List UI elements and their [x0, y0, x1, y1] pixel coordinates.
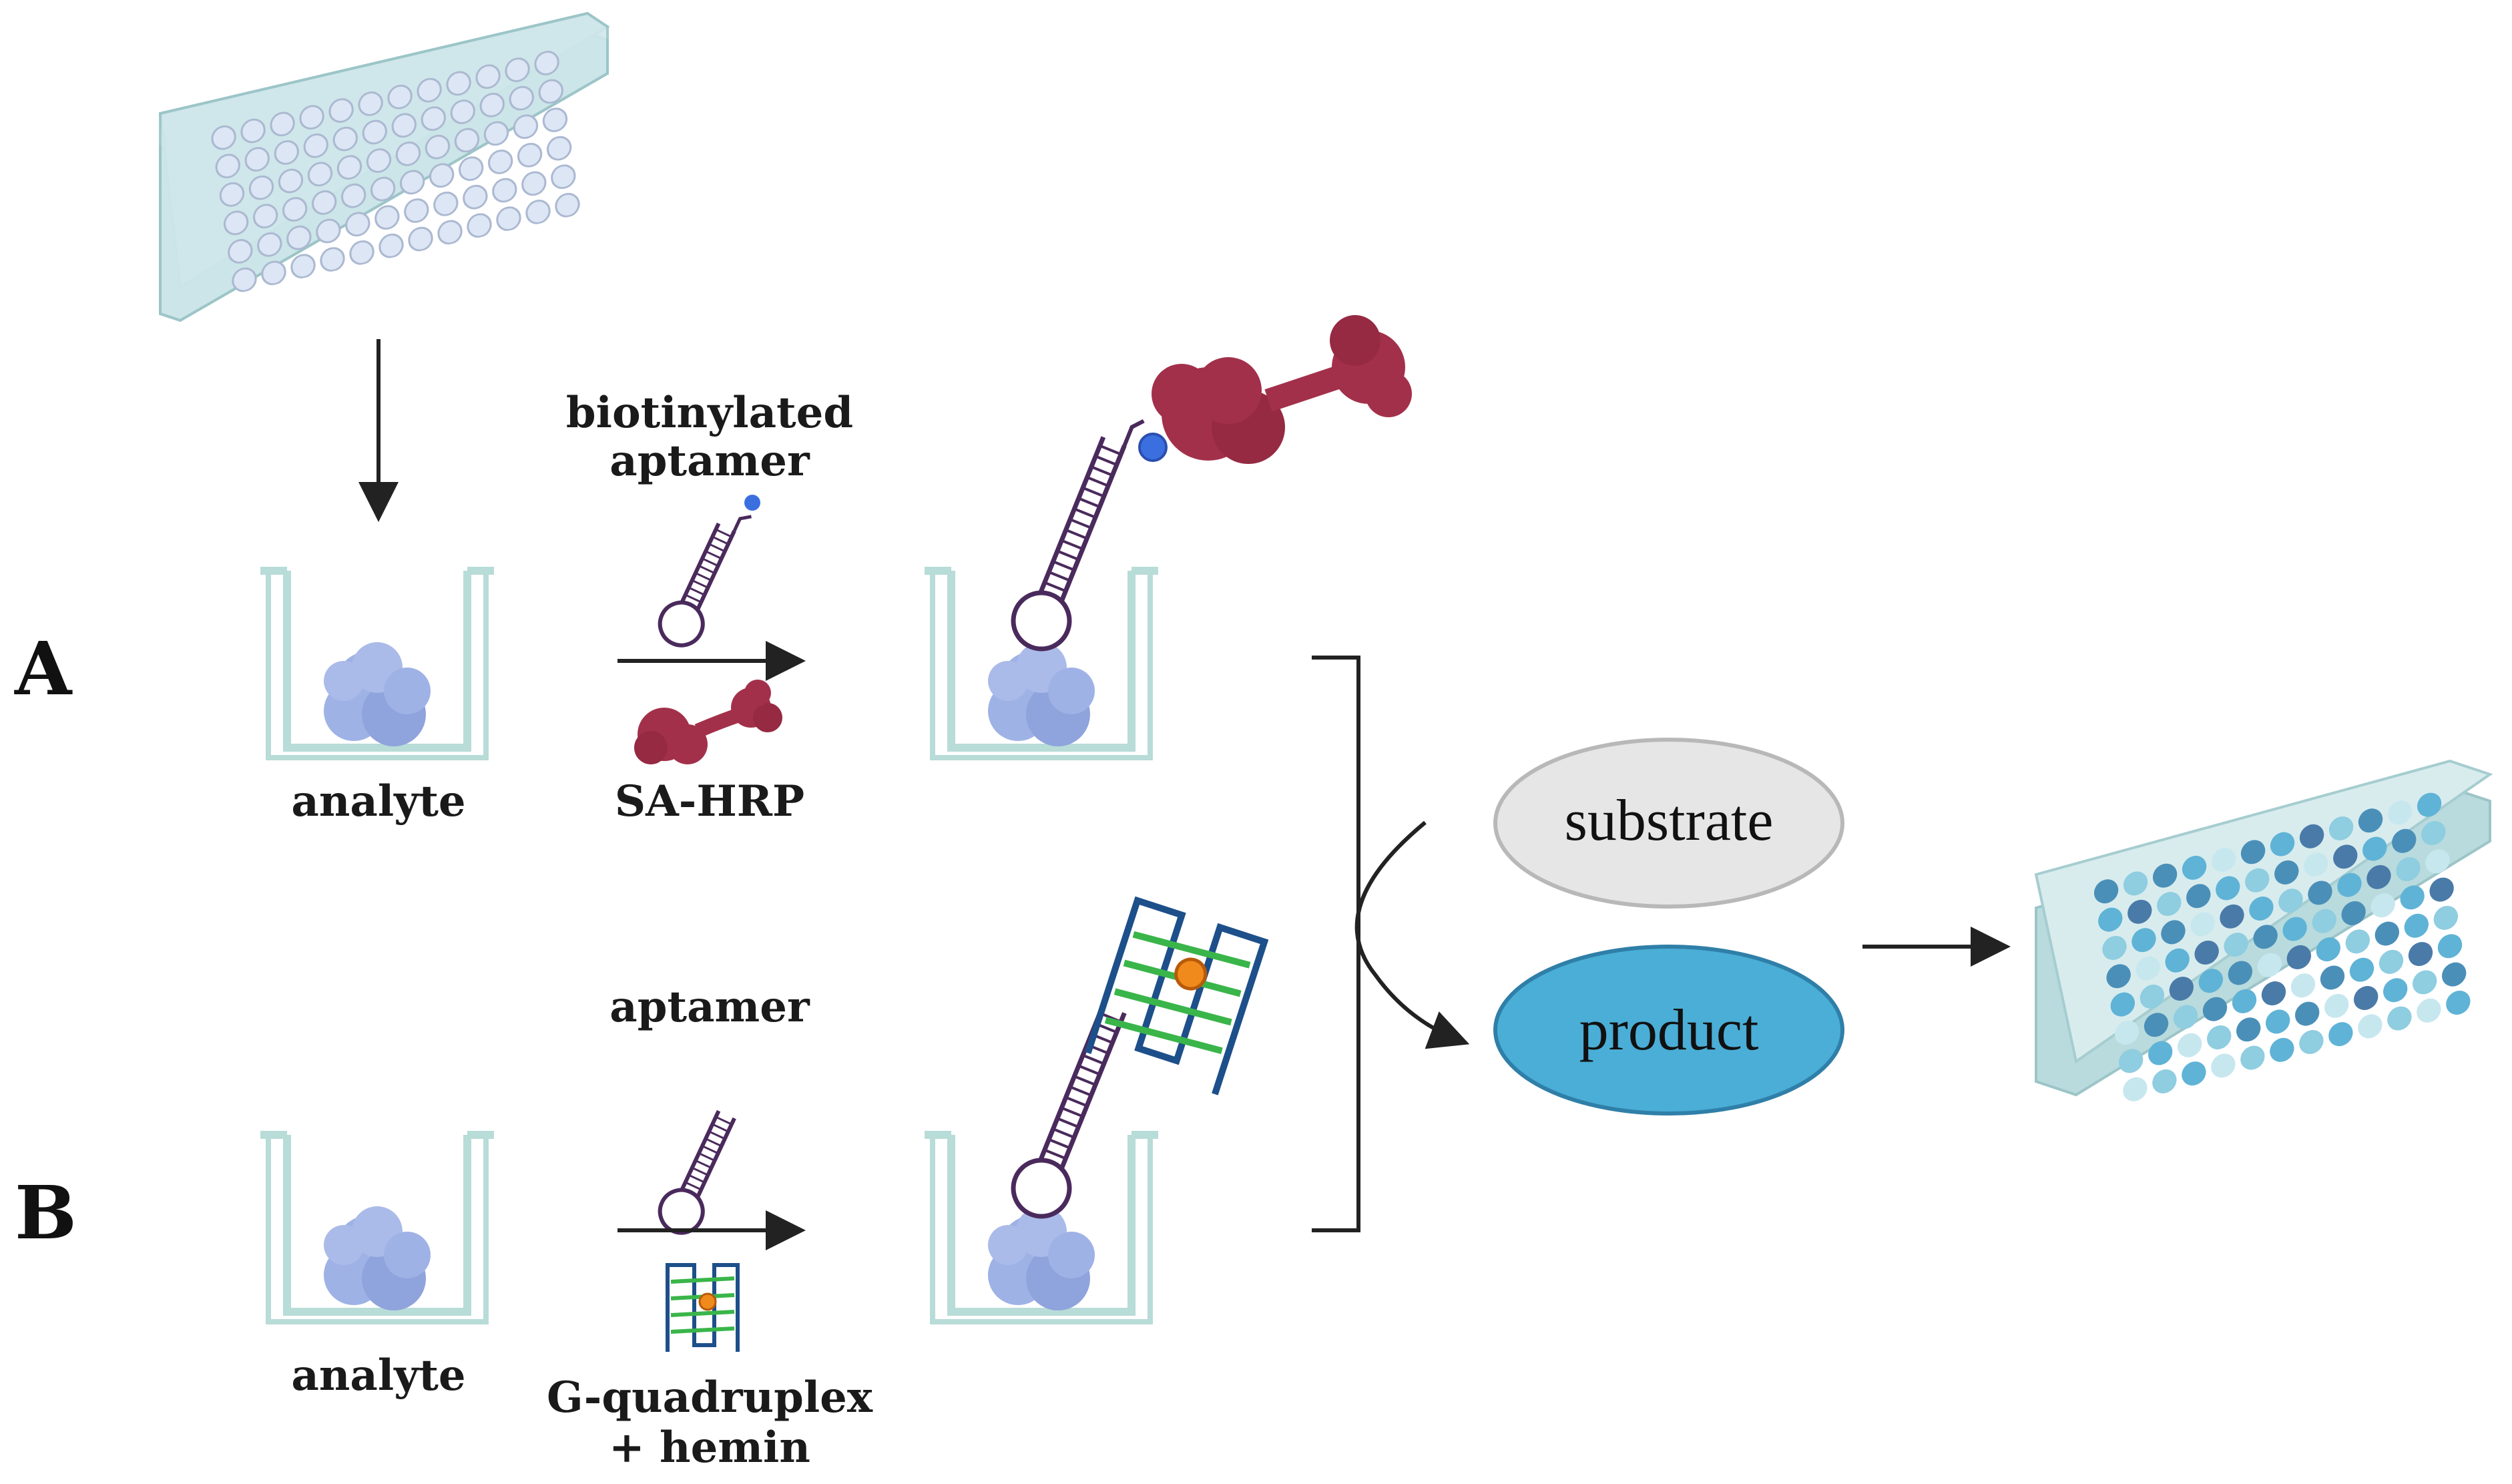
biotinylated-aptamer-label-2: aptamer [609, 436, 810, 486]
conversion-arrow [1354, 820, 1470, 1049]
biotin-icon [1138, 433, 1168, 462]
aptamer-sa-hrp-complex [1011, 315, 1412, 652]
analyte-label-b: analyte [291, 1350, 465, 1401]
hemin-icon [1174, 957, 1208, 991]
g-quadruplex-label-1: G-quadruplex [547, 1373, 873, 1423]
aptamer-g-quadruplex-complex [1011, 896, 1269, 1219]
g-quadruplex-icon [666, 1263, 740, 1352]
hemin-icon [698, 1292, 717, 1311]
analyte-protein-icon [988, 1206, 1095, 1310]
product-oval: product [1493, 945, 1844, 1116]
sa-hrp-icon [1152, 315, 1412, 464]
sa-hrp-label: SA-HRP [615, 776, 804, 826]
well-b-complex [925, 1131, 1158, 1324]
colored-microplate-icon [2034, 759, 2493, 1101]
substrate-label: substrate [1565, 788, 1774, 853]
well-b-analyte [260, 1131, 494, 1324]
combining-bracket [1312, 656, 1360, 1232]
product-label: product [1579, 998, 1759, 1063]
well-a-complex [925, 567, 1158, 760]
biotin-icon [744, 495, 760, 511]
analyte-protein-icon [324, 1206, 431, 1310]
analyte-protein-icon [324, 642, 431, 746]
biotinylated-aptamer-label-1: biotinylated [566, 388, 853, 438]
panel-letter-b: B [15, 1170, 77, 1256]
g-quadruplex-label-2: + hemin [609, 1423, 810, 1473]
analyte-protein-icon [988, 642, 1095, 746]
aptamer-label-b: aptamer [609, 982, 810, 1032]
aptamer-icon [658, 1109, 736, 1235]
panel-letter-a: A [14, 626, 73, 712]
well-a-analyte [260, 567, 494, 760]
biotinylated-aptamer-icon [658, 495, 760, 648]
empty-microplate-icon [158, 11, 610, 322]
substrate-oval: substrate [1493, 738, 1844, 909]
g-quadruplex-icon [1084, 896, 1269, 1095]
sa-hrp-icon [634, 680, 782, 764]
analyte-label-a: analyte [291, 776, 465, 826]
